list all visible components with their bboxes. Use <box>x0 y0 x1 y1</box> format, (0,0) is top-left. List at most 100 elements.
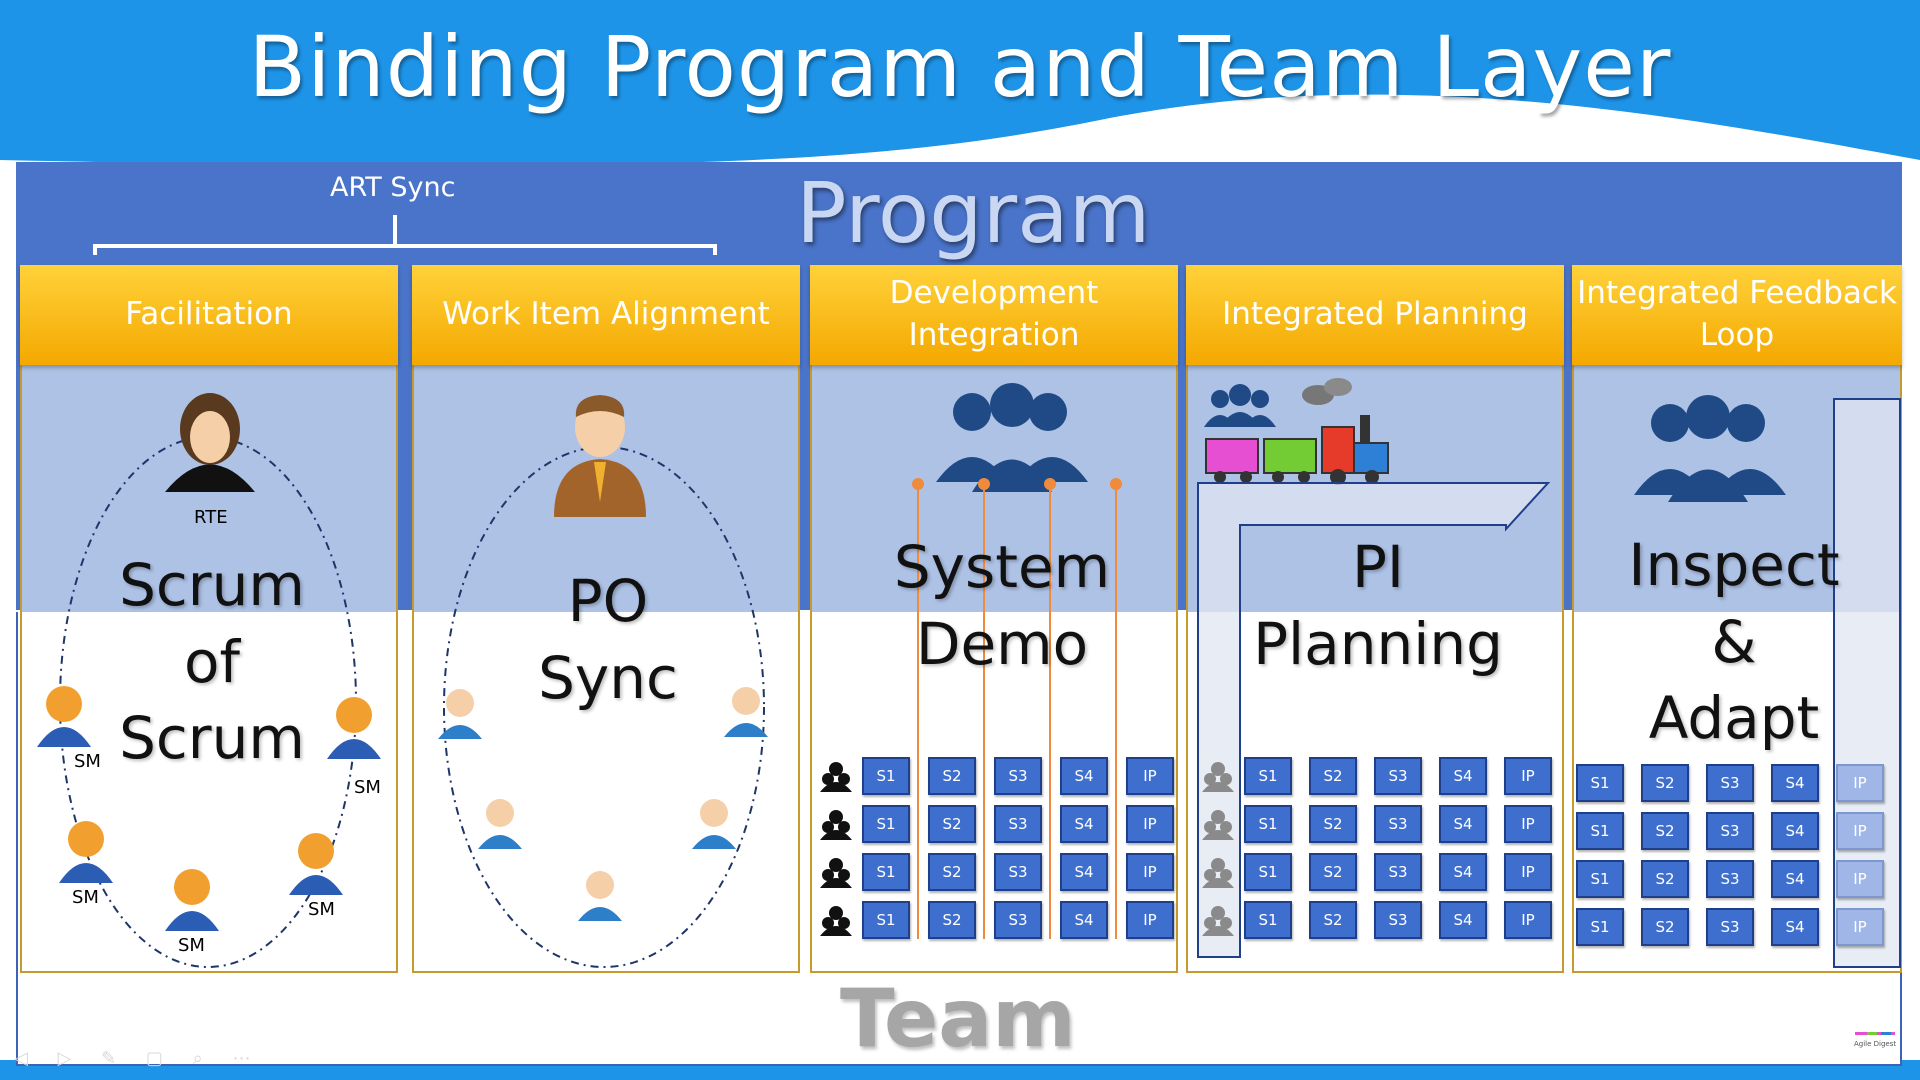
sprint-box-s4: S4 <box>1771 908 1819 946</box>
sprint-box-s2: S2 <box>1309 901 1357 939</box>
sprint-box-s2: S2 <box>1309 757 1357 795</box>
sprint-box-s3: S3 <box>1706 812 1754 850</box>
sm-label: SM <box>178 935 205 956</box>
presentation-toolbar[interactable]: ◁ ▷ ✎ ▢ ⌕ ⋯ <box>14 1048 263 1069</box>
sprint-box-s2: S2 <box>1641 860 1689 898</box>
sprint-box-s3: S3 <box>1706 764 1754 802</box>
sprint-box-s3: S3 <box>994 901 1042 939</box>
agile-digest-logo: Agile Digest <box>1854 1028 1896 1048</box>
sprint-box-s2: S2 <box>1309 853 1357 891</box>
sprint-box-s1: S1 <box>1576 764 1624 802</box>
rte-person-icon <box>165 393 255 492</box>
sprint-box-ip: IP <box>1126 757 1174 795</box>
sprint-box-s4: S4 <box>1060 901 1108 939</box>
sprint-box-s1: S1 <box>1244 757 1292 795</box>
rte-label: RTE <box>194 507 228 528</box>
sprint-box-s3: S3 <box>1374 805 1422 843</box>
sprint-box-ip: IP <box>1504 757 1552 795</box>
scrum-of-scrum-diagram <box>37 393 381 968</box>
sprint-box-s3: S3 <box>1374 757 1422 795</box>
sprint-box-s1: S1 <box>1576 908 1624 946</box>
scrum-of-scrum-title: Scrum of Scrum <box>119 551 305 773</box>
sm-label: SM <box>354 777 381 798</box>
sprint-box-s2: S2 <box>928 805 976 843</box>
sprint-box-s4: S4 <box>1439 805 1487 843</box>
slide-title: Binding Program and Team Layer <box>248 18 1672 116</box>
sprint-box-s4: S4 <box>1060 853 1108 891</box>
sprint-box-s1: S1 <box>1244 805 1292 843</box>
sprint-box-s2: S2 <box>928 757 976 795</box>
sprint-box-ip: IP <box>1836 764 1884 802</box>
team-icons <box>820 762 852 936</box>
po-sync-title: PO Sync <box>538 567 678 712</box>
sprint-box-s4: S4 <box>1771 860 1819 898</box>
column-header-work-item-alignment: Work Item Alignment <box>412 265 800 365</box>
column-integrated-feedback-loop: Integrated Feedback Loop Inspect & Adapt… <box>1572 265 1902 973</box>
sprint-box-s1: S1 <box>1244 901 1292 939</box>
sprint-box-s3: S3 <box>1706 908 1754 946</box>
sprint-box-ip: IP <box>1836 908 1884 946</box>
team-group-icon <box>1204 384 1276 427</box>
team-layer-label: Team <box>840 972 1076 1065</box>
pi-planning-diagram <box>1197 378 1551 958</box>
sprint-box-s3: S3 <box>994 853 1042 891</box>
sprint-box-ip: IP <box>1504 853 1552 891</box>
sprint-box-s4: S4 <box>1439 901 1487 939</box>
sprint-box-s1: S1 <box>1244 853 1292 891</box>
column-header-facilitation: Facilitation <box>20 265 398 365</box>
sprint-box-s4: S4 <box>1439 853 1487 891</box>
team-group-icon <box>936 383 1088 492</box>
art-sync-label: ART Sync <box>330 172 456 203</box>
sprint-box-ip: IP <box>1504 805 1552 843</box>
column-header-development-integration: Development Integration <box>810 265 1178 365</box>
sprint-box-s4: S4 <box>1060 805 1108 843</box>
sprint-box-s3: S3 <box>994 757 1042 795</box>
sprint-box-s1: S1 <box>862 853 910 891</box>
sprint-box-s2: S2 <box>1641 764 1689 802</box>
sm-label: SM <box>72 887 99 908</box>
sprint-box-s3: S3 <box>1374 901 1422 939</box>
inspect-adapt-title: Inspect & Adapt <box>1628 531 1840 753</box>
sprint-box-s2: S2 <box>1641 908 1689 946</box>
sprint-box-s2: S2 <box>928 901 976 939</box>
sprint-box-s1: S1 <box>862 805 910 843</box>
sprint-box-ip: IP <box>1836 860 1884 898</box>
team-po-icons <box>438 687 768 921</box>
column-header-integrated-feedback-loop: Integrated Feedback Loop <box>1572 265 1902 365</box>
sprint-box-s1: S1 <box>1576 860 1624 898</box>
sm-label: SM <box>308 899 335 920</box>
system-demo-diagram <box>820 383 1122 939</box>
sprint-box-s2: S2 <box>1641 812 1689 850</box>
program-layer-label: Program <box>796 164 1151 262</box>
pi-planning-title: PI Planning <box>1253 533 1503 678</box>
sprint-box-s1: S1 <box>1576 812 1624 850</box>
sprint-box-ip: IP <box>1836 812 1884 850</box>
system-demo-title: System Demo <box>893 533 1111 678</box>
sprint-box-s4: S4 <box>1439 757 1487 795</box>
logo-mark-icon <box>1855 1032 1896 1035</box>
sprint-box-ip: IP <box>1126 901 1174 939</box>
column-facilitation: Facilitation RTE Scrum of Scrum SM SM SM… <box>20 265 398 973</box>
column-header-integrated-planning: Integrated Planning <box>1186 265 1564 365</box>
po-sync-diagram <box>438 395 768 968</box>
team-group-icon <box>1634 395 1786 502</box>
art-sync-bracket <box>93 215 717 255</box>
po-person-icon <box>554 395 646 517</box>
sprint-box-s2: S2 <box>928 853 976 891</box>
team-icons <box>1202 762 1234 936</box>
sprint-box-ip: IP <box>1126 853 1174 891</box>
sprint-box-s3: S3 <box>994 805 1042 843</box>
train-icon <box>1205 378 1389 485</box>
sprint-box-ip: IP <box>1504 901 1552 939</box>
sm-person-icons <box>37 686 381 931</box>
sprint-box-s3: S3 <box>1706 860 1754 898</box>
sprint-box-s4: S4 <box>1771 812 1819 850</box>
sprint-box-s3: S3 <box>1374 853 1422 891</box>
sprint-box-ip: IP <box>1126 805 1174 843</box>
sprint-box-s1: S1 <box>862 901 910 939</box>
sm-label: SM <box>74 751 101 772</box>
sprint-box-s2: S2 <box>1309 805 1357 843</box>
sprint-box-s4: S4 <box>1060 757 1108 795</box>
column-integrated-planning: Integrated Planning PI Planni <box>1186 265 1564 973</box>
